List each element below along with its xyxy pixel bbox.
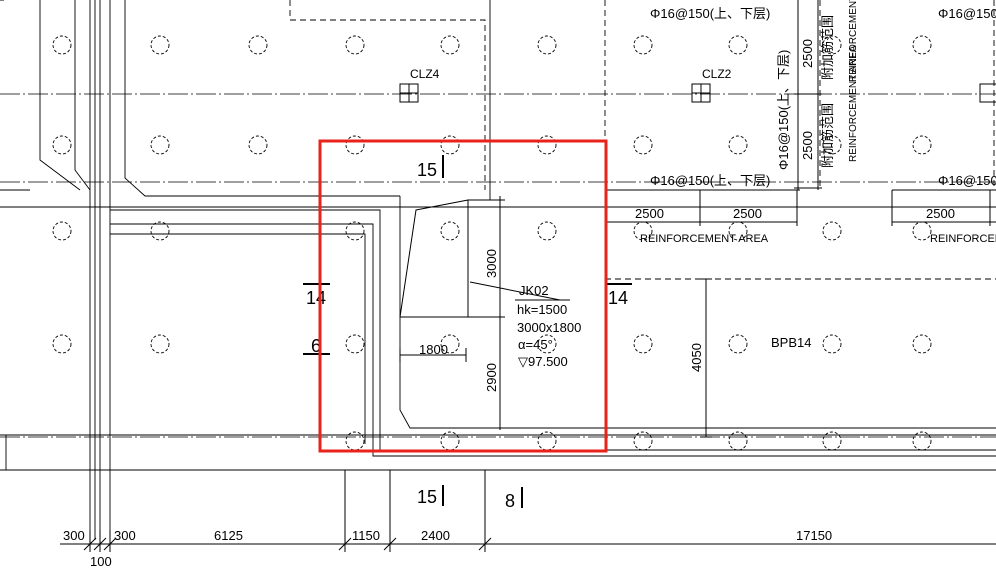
pile-circle — [537, 431, 557, 451]
pile-circle — [248, 35, 268, 55]
pit-alpha: α=45° — [518, 337, 553, 352]
pile-circle — [248, 135, 268, 155]
pile-circle — [633, 135, 653, 155]
reinf-en-caps: REINFORCEMENT AREA — [640, 233, 769, 245]
section-mark-right14: 14 — [608, 288, 628, 308]
pile-circle — [912, 35, 932, 55]
slab-dim-line — [700, 278, 712, 438]
pit-outline — [399, 196, 570, 430]
reinf-h-dim-2: 2500 — [733, 206, 762, 221]
grid-axes — [0, 93, 996, 438]
section-mark-bottom15: 15 — [417, 487, 437, 507]
reinforcement-vertical-dim — [794, 0, 822, 190]
section-mark-top15: 15 — [417, 160, 437, 180]
pile-circle — [912, 221, 932, 241]
pile-circle — [440, 431, 460, 451]
column-markers — [399, 83, 996, 103]
pile-circle — [912, 431, 932, 451]
pile-circle — [52, 221, 72, 241]
pile-circle — [728, 35, 748, 55]
pile-circle — [52, 35, 72, 55]
rebar-note-top-left: Φ16@150(上、下层) — [650, 6, 770, 21]
pile-circle — [822, 135, 842, 155]
pile-circle — [150, 334, 170, 354]
pile-circle — [440, 221, 460, 241]
pile-circle — [52, 135, 72, 155]
pile-circle — [537, 135, 557, 155]
reinf-h-dim-1: 2500 — [635, 206, 664, 221]
reinf-en-cut: REINFORCEM — [930, 233, 996, 245]
pile-circle — [912, 334, 932, 354]
pile-circle — [822, 221, 842, 241]
reinf-h-dim-3: 2500 — [926, 206, 955, 221]
section-mark-left14: 14 — [306, 288, 326, 308]
rebar-note-right-edge: Φ16@150( — [938, 173, 996, 188]
rebar-note-vertical: Φ16@150(上、下层) — [776, 50, 791, 170]
rebar-note-top-right: Φ16@150 — [938, 6, 996, 21]
highlight-box — [318, 139, 608, 453]
pile-circle — [728, 135, 748, 155]
bottom-dim-1: 300 — [114, 528, 136, 543]
pit-elev: ▽97.500 — [518, 354, 568, 369]
slab-tag: BPB14 — [771, 335, 811, 350]
section-mark-bottom8: 8 — [505, 491, 515, 511]
reinf-en-bottom: REINFORCEMENT AREA — [848, 45, 859, 162]
pile-circle — [728, 431, 748, 451]
pile-circle — [633, 35, 653, 55]
pile-circle — [52, 334, 72, 354]
pile-circle — [345, 221, 365, 241]
reinf-v-dim-bottom: 2500 — [800, 131, 815, 160]
pile-circle — [633, 431, 653, 451]
pile-label-clz2: CLZ2 — [702, 67, 732, 81]
pile-circle — [150, 221, 170, 241]
pile-circle — [150, 35, 170, 55]
pile-circles — [52, 35, 932, 451]
pit-tag: JK02 — [519, 283, 549, 298]
bottom-dim-5: 17150 — [796, 528, 832, 543]
wall-lines — [0, 0, 996, 540]
bottom-dim-2: 6125 — [214, 528, 243, 543]
bottom-dim-chain — [60, 470, 996, 552]
section-mark-lines — [303, 155, 632, 508]
reinf-cn-bottom: 附加筋范围 — [820, 103, 835, 168]
pile-circle — [345, 135, 365, 155]
pile-circle — [822, 334, 842, 354]
bottom-dim-sub: 100 — [90, 554, 112, 569]
reinf-v-dim-top: 2500 — [800, 39, 815, 68]
pile-circle — [150, 135, 170, 155]
pile-label-clz4: CLZ4 — [410, 67, 440, 81]
rebar-note-mid: Φ16@150(上、下层) — [650, 173, 770, 188]
reinf-cn-top: 附加筋范围 — [820, 15, 835, 80]
section-mark-left6: 6 — [311, 336, 321, 356]
reinforcement-horizontal-dim — [604, 189, 996, 226]
reinf-en-top: REINFORCEMENT AREA — [848, 0, 859, 82]
pile-circle — [440, 334, 460, 354]
pile-circle — [345, 334, 365, 354]
bottom-dim-3: 1150 — [352, 528, 380, 543]
pit-dim-h-top: 3000 — [484, 249, 499, 278]
bottom-dim-0: 300 — [63, 528, 85, 543]
pit-hk: hk=1500 — [517, 302, 567, 317]
pile-circle — [912, 135, 932, 155]
pile-circle — [440, 135, 460, 155]
pile-circle — [537, 221, 557, 241]
pit-dim-w: 1800 — [419, 342, 448, 357]
pit-dim-h-bottom: 2900 — [484, 363, 499, 392]
dashed-lines — [289, 0, 996, 280]
pit-size: 3000x1800 — [517, 320, 581, 335]
pile-circle — [345, 431, 365, 451]
pile-circle — [633, 334, 653, 354]
pile-circle — [345, 35, 365, 55]
pile-circle — [537, 334, 557, 354]
pile-circle — [822, 35, 842, 55]
pile-circle — [822, 431, 842, 451]
slab-dim: 4050 — [689, 343, 704, 372]
pile-circle — [728, 334, 748, 354]
pile-circle — [537, 35, 557, 55]
bottom-dim-4: 2400 — [421, 528, 450, 543]
pile-circle — [440, 35, 460, 55]
